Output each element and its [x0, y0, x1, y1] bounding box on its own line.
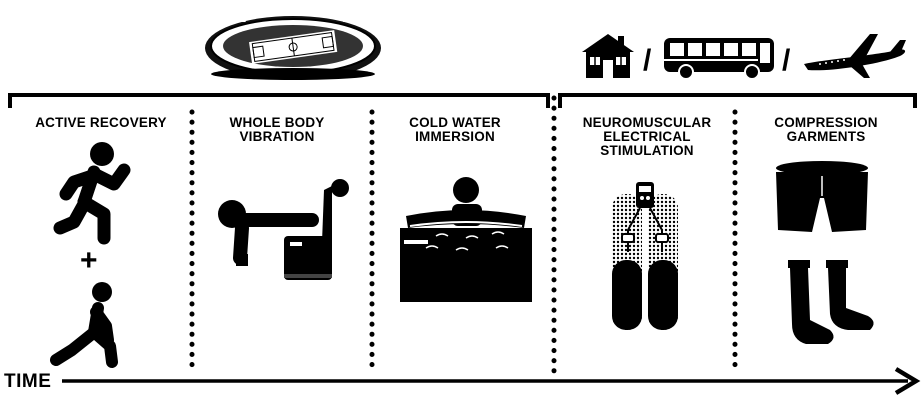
- running-person-icon: [52, 140, 142, 250]
- label-nmes: NEUROMUSCULAR ELECTRICAL STIMULATION: [572, 116, 722, 158]
- plus-sign: +: [80, 246, 98, 276]
- venue-bracket: [10, 95, 548, 108]
- separator-slash-1: /: [643, 46, 651, 76]
- house-icon: [578, 30, 638, 80]
- nmes-device-icon: [600, 180, 690, 330]
- travel-bracket: [560, 95, 915, 108]
- airplane-icon: [800, 30, 910, 80]
- label-whole-body-vibration: WHOLE BODY VIBRATION: [222, 116, 332, 144]
- ice-bath-icon: [396, 176, 536, 306]
- label-compression-garments: COMPRESSION GARMENTS: [756, 116, 896, 144]
- stretching-person-icon: [48, 280, 128, 370]
- label-active-recovery: ACTIVE RECOVERY: [18, 116, 184, 130]
- compression-shorts-icon: [772, 160, 872, 240]
- vibration-platform-icon: [212, 176, 362, 286]
- stadium-icon: [198, 8, 388, 88]
- time-axis-label: TIME: [4, 372, 51, 392]
- bus-icon: [660, 30, 780, 80]
- separator-slash-2: /: [782, 46, 790, 76]
- label-cold-water-immersion: COLD WATER IMMERSION: [400, 116, 510, 144]
- compression-socks-icon: [784, 258, 894, 358]
